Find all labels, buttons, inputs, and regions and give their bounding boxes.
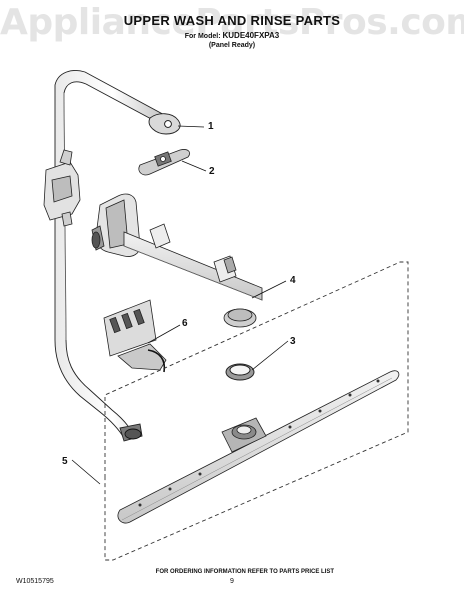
- callout-2: 2: [209, 166, 215, 177]
- page-number: 9: [230, 578, 234, 585]
- watermark: AppliancePartsPros.com: [0, 2, 464, 43]
- part-6-bracket: [103, 299, 167, 373]
- page-title: UPPER WASH AND RINSE PARTS: [123, 13, 341, 28]
- callout-3: 3: [290, 336, 296, 347]
- document-number: W10515795: [16, 578, 54, 585]
- part-2-nozzle: [138, 149, 190, 176]
- part-3-seal: [225, 363, 255, 381]
- part-5-spray-arm: [117, 370, 400, 524]
- model-line: For Model: KUDE40FXPA3: [0, 31, 464, 40]
- model-number: KUDE40FXPA3: [222, 31, 280, 40]
- ordering-info: FOR ORDERING INFORMATION REFER TO PARTS …: [155, 569, 334, 575]
- callout-5: 5: [62, 456, 68, 467]
- model-prefix: For Model:: [184, 33, 221, 40]
- callout-4: 4: [290, 275, 296, 286]
- callout-6: 6: [182, 318, 188, 329]
- leader-lines: [71, 125, 289, 485]
- tube-clip: [43, 149, 81, 227]
- part-4-manifold: [91, 193, 263, 328]
- assembly-box: [104, 261, 409, 561]
- callout-1: 1: [208, 121, 214, 132]
- model-variant: (Panel Ready): [208, 42, 256, 49]
